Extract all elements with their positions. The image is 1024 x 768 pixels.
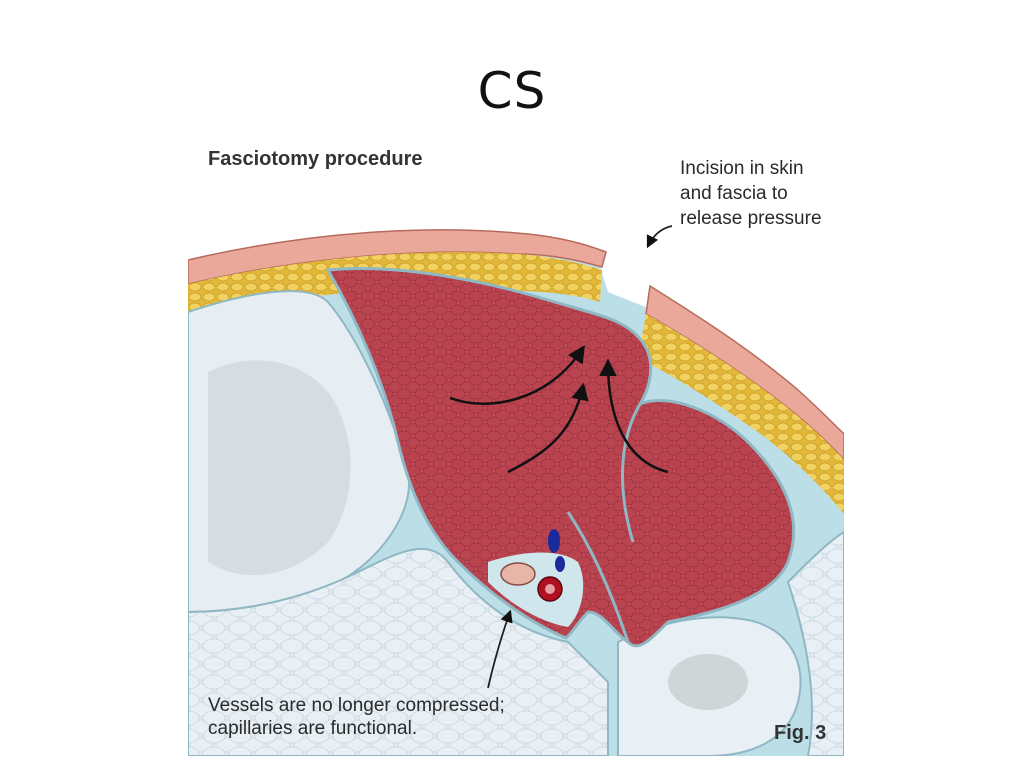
arrow-incision-pointer [646, 225, 673, 249]
slide-title: CS [477, 62, 547, 120]
lateral-muscle [786, 530, 844, 756]
vein-1 [548, 529, 560, 553]
arrow-release-2 [507, 382, 589, 474]
fasciotomy-illustration: Fasciotomy procedure Incision in skin an… [188, 142, 844, 756]
arrow-vessels-pointer [487, 609, 513, 689]
muscle-septum-2 [566, 511, 630, 643]
vessels-label: Vessels are no longer compressed; capill… [208, 695, 505, 739]
bone-marrow [208, 360, 351, 576]
fibula-marrow [668, 654, 748, 710]
figure-number: Fig. 3 [774, 722, 827, 744]
fat-layer-right [638, 314, 844, 514]
vein-2 [555, 556, 565, 572]
arrow-release-3 [599, 358, 669, 474]
muscle-septum [621, 403, 642, 543]
figure-heading: Fasciotomy procedure [208, 148, 423, 170]
deep-muscle-lower [188, 547, 609, 756]
arrow-release-1 [449, 345, 585, 405]
incision-label: Incision in skin and fascia to release p… [680, 158, 822, 229]
anterior-compartment-muscle [325, 267, 796, 648]
nerve [500, 562, 536, 586]
cross-section-drawing [188, 225, 844, 756]
artery-lumen [545, 584, 555, 594]
